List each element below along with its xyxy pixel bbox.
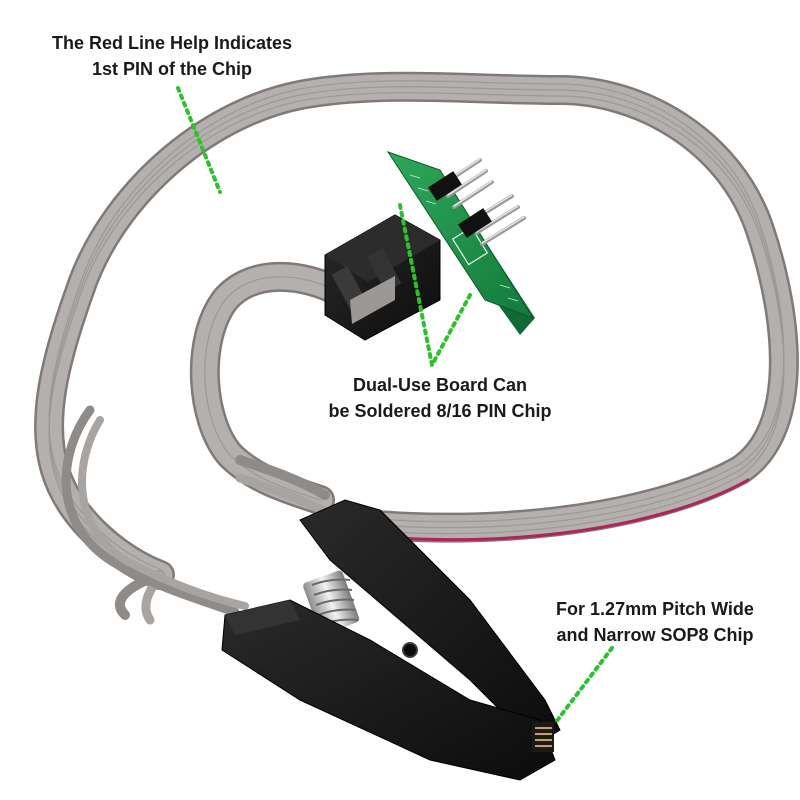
split-wires xyxy=(61,405,330,625)
callout-text-line: 1st PIN of the Chip xyxy=(91,59,252,79)
callout-red-line-first-pin: The Red Line Help Indicates 1st PIN of t… xyxy=(12,30,332,82)
callout-leader-board-right xyxy=(430,293,472,367)
callout-text-line: and Narrow SOP8 Chip xyxy=(556,625,754,645)
ribbon-cable-outer-loop xyxy=(34,71,799,590)
idc-connector xyxy=(324,214,441,341)
callout-leader-red-line xyxy=(176,86,222,194)
callout-text-line: The Red Line Help Indicates xyxy=(51,33,293,53)
adapter-pcb xyxy=(386,151,535,335)
callout-pitch-sop8: For 1.27mm Pitch Wide and Narrow SOP8 Ch… xyxy=(520,596,790,648)
header-pins xyxy=(428,158,526,246)
clip-tip-contacts xyxy=(532,722,554,752)
callout-leader-board-left xyxy=(398,203,434,367)
sop8-test-clip xyxy=(221,499,561,781)
callout-leader-pitch xyxy=(554,646,614,724)
callout-text-line: Dual-Use Board Can xyxy=(352,375,528,395)
callout-text-line: For 1.27mm Pitch Wide xyxy=(556,599,754,619)
callout-dual-use-board: Dual-Use Board Can be Soldered 8/16 PIN … xyxy=(290,372,590,424)
callout-text-line: be Soldered 8/16 PIN Chip xyxy=(328,401,552,421)
ribbon-cable-inner-loop xyxy=(189,261,360,515)
callout-leader-lines xyxy=(176,86,614,724)
